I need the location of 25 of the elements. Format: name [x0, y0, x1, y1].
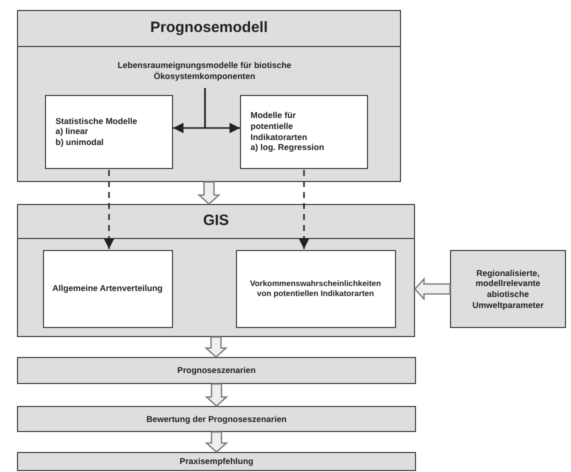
process-bar: Praxisempfehlung	[17, 452, 416, 471]
process-bar: Prognoseszenarien	[17, 357, 416, 384]
arrow	[104, 170, 114, 249]
block-arrow	[204, 431, 228, 453]
box-text: a) log. Regression	[250, 142, 324, 153]
process-bar: Bewertung der Prognoseszenarien	[17, 406, 416, 432]
result-box: Allgemeine Artenverteilung	[42, 250, 172, 328]
block-arrow	[197, 181, 221, 205]
result-box: Vorkommenswahrscheinlichkeiten von potentiellen Indikatorarten	[236, 250, 396, 328]
block-arrow	[204, 336, 228, 358]
input-box: Regionalisierte, modellrelevante abiotische Umweltparameter	[450, 250, 566, 328]
model-box	[240, 94, 368, 168]
arrow	[204, 88, 240, 134]
panel-title: Prognosemodell	[18, 11, 400, 47]
model-panel	[17, 10, 401, 182]
box-text: Statistische Modelle	[56, 116, 138, 126]
arrow	[298, 170, 310, 249]
box-text: b) unimodal	[56, 136, 104, 148]
panel-subheading: Lebensraumeignungsmodelle für biotische Ökosystemkomponenten	[80, 56, 330, 86]
panel-title: GIS	[18, 205, 414, 239]
block-arrow	[414, 277, 451, 301]
model-box	[44, 94, 172, 168]
block-arrow	[204, 383, 228, 407]
box-text: a) linear	[56, 126, 88, 137]
gis-panel	[17, 204, 415, 337]
